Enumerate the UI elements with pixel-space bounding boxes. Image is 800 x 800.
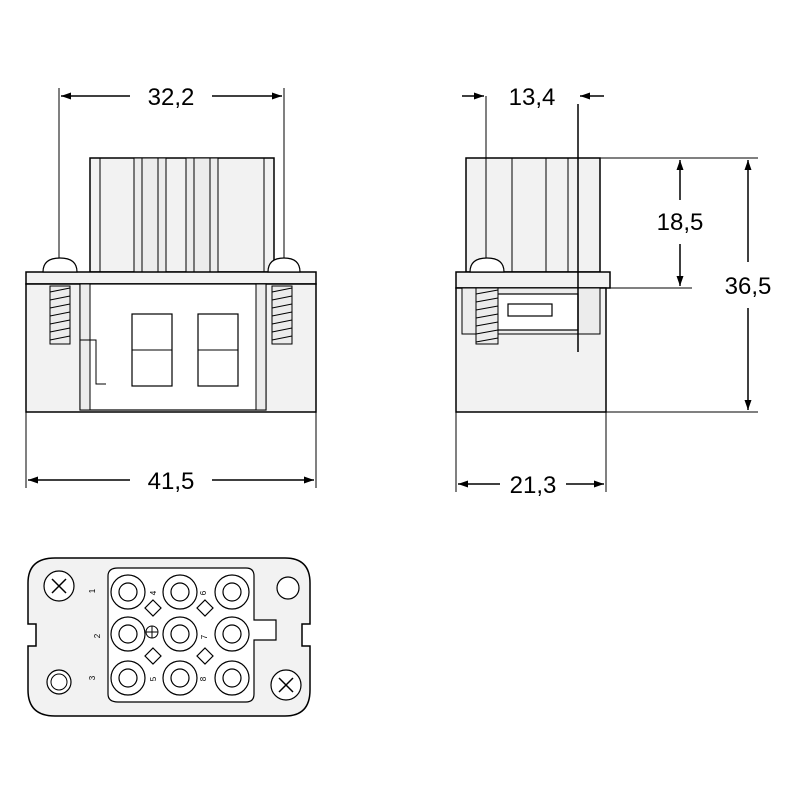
pin-label-5: 5 (149, 676, 158, 681)
side-spring (475, 287, 499, 345)
contact-pin (214, 660, 250, 696)
pin-label-3: 3 (88, 675, 97, 680)
pin-label-6: 6 (199, 590, 208, 595)
pin-label-8: 8 (199, 676, 208, 681)
contact-pin (214, 574, 250, 610)
face-hole-top-right (276, 576, 300, 600)
face-screw-top-left (43, 570, 75, 602)
pin-label-4: 4 (149, 590, 158, 595)
pin-label-2: 2 (93, 633, 102, 638)
side-screw-head (469, 257, 505, 273)
front-rib-right (185, 157, 219, 273)
contact-pin (214, 616, 250, 652)
front-flange (25, 271, 317, 285)
contact-pin (110, 574, 146, 610)
coding-diamond (196, 647, 214, 665)
contact-pin (162, 574, 198, 610)
dim-front-bottom-width: 41,5 (148, 468, 195, 495)
coding-diamond (144, 599, 162, 617)
pin-label-1: 1 (88, 588, 97, 593)
side-view: 13,4 21,3 18,5 36,5 (455, 84, 772, 499)
coding-diamond (144, 647, 162, 665)
front-view: 32,2 41,5 (25, 84, 317, 495)
dim-side-bottom-width: 21,3 (510, 472, 557, 499)
dim-side-total-height: 36,5 (725, 273, 772, 300)
coding-diamond (196, 599, 214, 617)
face-view: 1 2 3 4 5 6 7 8 (27, 557, 311, 717)
front-spring-left (49, 285, 71, 345)
front-screw-head-left (42, 257, 78, 273)
face-screw-bottom-right (270, 669, 302, 701)
side-latch-slot (507, 303, 553, 317)
contact-pin (110, 616, 146, 652)
contact-pin (162, 616, 198, 652)
front-screw-head-right (267, 257, 301, 273)
side-flange (455, 271, 611, 289)
dim-front-top-width: 32,2 (148, 84, 195, 111)
contact-pin (110, 660, 146, 696)
contact-pin (162, 660, 198, 696)
dim-side-upper-height: 18,5 (657, 209, 704, 236)
front-upper-housing (89, 157, 275, 273)
dim-side-top-width: 13,4 (509, 84, 556, 111)
front-spring-right (271, 285, 293, 345)
front-rib-left (133, 157, 167, 273)
ground-symbol (145, 625, 159, 639)
pin-label-7: 7 (200, 634, 209, 639)
